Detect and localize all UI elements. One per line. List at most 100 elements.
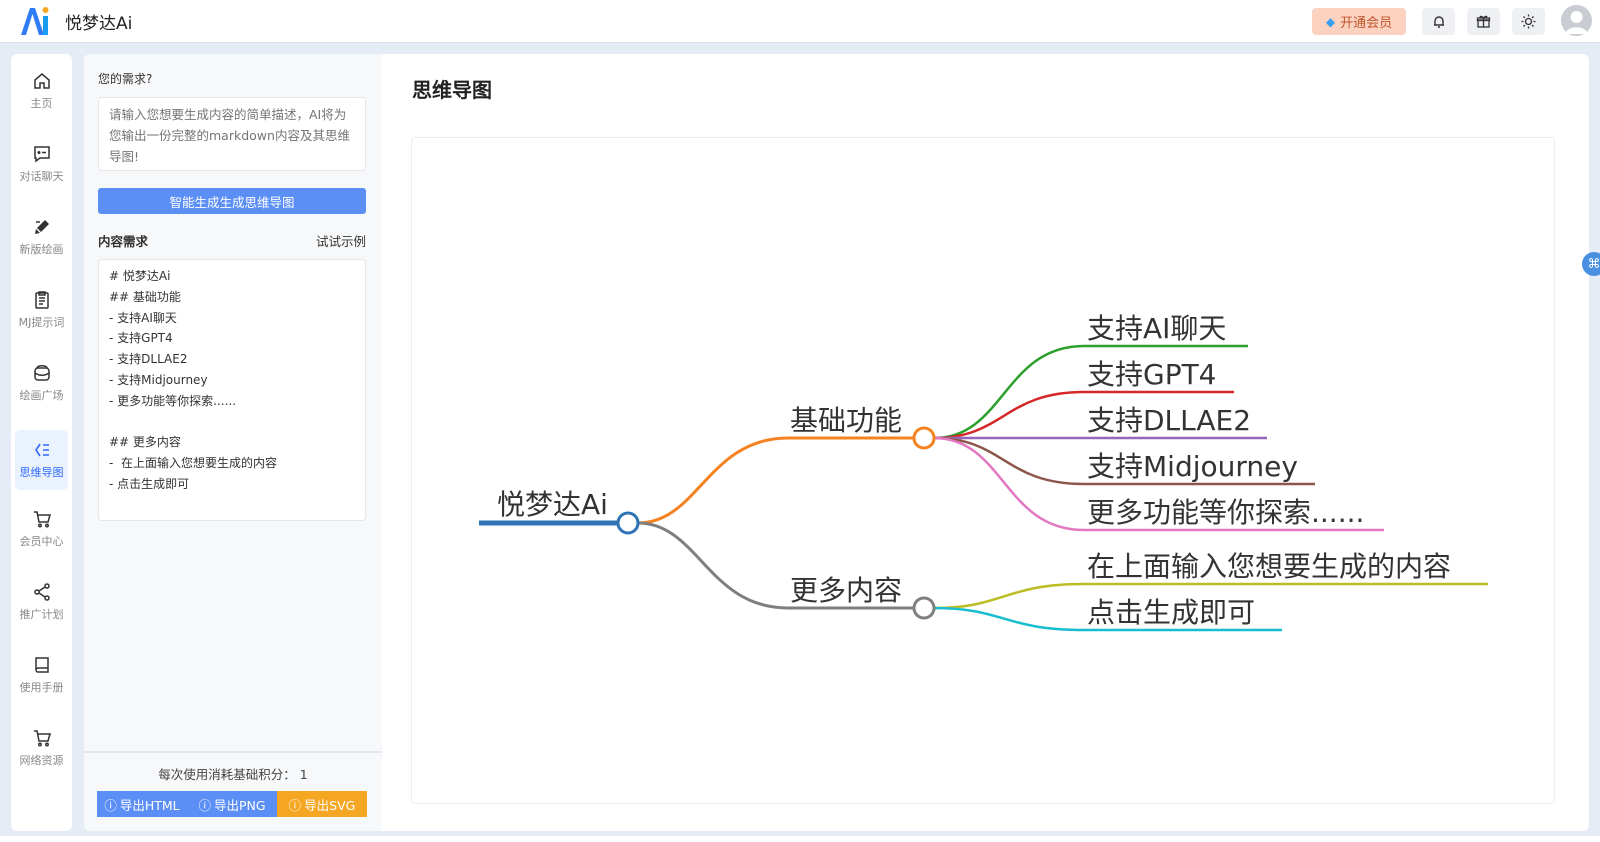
- leaf-node-text[interactable]: 支持Midjourney: [1087, 450, 1298, 483]
- theme-toggle-button[interactable]: [1512, 8, 1545, 35]
- sidebar-item-label: 使用手册: [19, 681, 64, 694]
- sidebar-item-label: 新版绘画: [19, 243, 64, 256]
- leaf-connector: [933, 436, 1085, 532]
- export-button-group: ⓘ 导出HTML ⓘ 导出PNG ⓘ 导出SVG: [97, 791, 367, 817]
- markdown-line: ## 基础功能: [109, 289, 181, 304]
- sidebar-item-label: 思维导图: [19, 466, 64, 479]
- export-png-button[interactable]: ⓘ 导出PNG: [187, 791, 277, 817]
- markdown-line: - 支持GPT4: [109, 331, 173, 346]
- home-icon: [33, 73, 50, 89]
- branch-connector: [637, 521, 789, 610]
- leaf-node-text[interactable]: 在上面输入您想要生成的内容: [1087, 550, 1451, 583]
- sidebar-item-label: 网络资源: [19, 754, 64, 767]
- leaf-node-text[interactable]: 支持GPT4: [1087, 358, 1217, 391]
- markdown-editor[interactable]: # 悦梦达Ai ## 基础功能 - 支持AI聊天 - 支持GPT4 - 支持DL…: [98, 259, 366, 521]
- vip-button-label: 开通会员: [1340, 16, 1393, 31]
- clipboard-icon: [34, 291, 49, 309]
- book-icon: [34, 657, 49, 673]
- generate-mindmap-button[interactable]: 智能生成生成思维导图: [98, 188, 366, 214]
- sidebar-nav: 主页 对话聊天 新版绘画 MJ提示词 绘画广场 思维导图 会员中心 推广计划 使…: [11, 54, 72, 831]
- prompt-input[interactable]: [98, 97, 366, 171]
- leaf-node-text[interactable]: 点击生成即可: [1087, 596, 1255, 629]
- sidebar-item-label: 会员中心: [19, 535, 64, 548]
- markdown-line: - 支持DLLAE2: [109, 352, 188, 367]
- sidebar-item-promote[interactable]: 推广计划: [15, 572, 68, 632]
- export-svg-button[interactable]: ⓘ 导出SVG: [277, 791, 367, 817]
- sidebar-item-label: 推广计划: [19, 608, 64, 621]
- export-png-label: 导出PNG: [213, 797, 266, 813]
- share-icon: [33, 583, 50, 601]
- sidebar-item-resources[interactable]: 网络资源: [15, 718, 68, 778]
- sidebar-item-gallery[interactable]: 绘画广场: [15, 353, 68, 413]
- sidebar-item-mindmap[interactable]: 思维导图: [15, 430, 68, 490]
- leaf-connector: [933, 606, 1085, 632]
- branch-connector: [637, 436, 789, 525]
- chat-icon: [33, 146, 50, 163]
- export-html-button[interactable]: ⓘ 导出HTML: [97, 791, 187, 817]
- theme-sun-icon: [1521, 14, 1536, 29]
- branch-node-text[interactable]: 更多内容: [790, 574, 902, 607]
- leaf-node-text[interactable]: 更多功能等你探索......: [1087, 496, 1364, 529]
- markdown-line: - 支持AI聊天: [109, 310, 177, 325]
- floating-menu-icon[interactable]: ⌘: [1582, 252, 1600, 276]
- cart-icon: [33, 511, 51, 528]
- sidebar-item-manual[interactable]: 使用手册: [15, 645, 68, 705]
- cart-icon: [33, 730, 51, 747]
- info-icon: ⓘ: [198, 797, 211, 813]
- page-title: 思维导图: [412, 78, 492, 102]
- gallery-icon: [33, 365, 50, 381]
- branch-collapse-toggle[interactable]: [912, 596, 936, 620]
- markdown-line: [109, 412, 355, 433]
- info-icon: ⓘ: [288, 797, 302, 813]
- top-bar: 悦梦达Ai ◆ 开通会员: [0, 0, 1600, 43]
- branch-collapse-toggle[interactable]: [912, 426, 936, 450]
- leaf-connector: [933, 390, 1085, 440]
- export-svg-label: 导出SVG: [304, 797, 356, 813]
- paint-brush-icon: [34, 220, 49, 234]
- bottom-strip: [0, 836, 1600, 842]
- gift-icon: [1476, 15, 1491, 28]
- app-logo-icon[interactable]: [18, 4, 52, 38]
- diamond-icon: ◆: [1325, 14, 1336, 29]
- user-avatar[interactable]: [1561, 5, 1592, 36]
- sidebar-item-member[interactable]: 会员中心: [15, 499, 68, 559]
- user-icon: [1565, 11, 1588, 34]
- content-label: 内容需求: [98, 234, 149, 249]
- leaf-connector: [933, 436, 1085, 486]
- leaf-node-text[interactable]: 支持DLLAE2: [1087, 404, 1251, 437]
- sidebar-item-home[interactable]: 主页: [15, 61, 68, 121]
- leaf-connector: [933, 582, 1085, 610]
- mindmap-canvas[interactable]: 悦梦达Ai 基础功能 更多内容 支持AI聊天 支持GPT4 支持DLLAE2 支…: [411, 137, 1555, 804]
- sidebar-item-chat[interactable]: 对话聊天: [15, 134, 68, 194]
- root-collapse-toggle[interactable]: [616, 511, 640, 535]
- markdown-line: # 悦梦达Ai: [109, 269, 171, 283]
- sidebar-item-label: 主页: [30, 97, 53, 110]
- markdown-line: - 更多功能等你探索......: [109, 393, 237, 408]
- main-content: 思维导图 悦梦达Ai 基础功能 更多内容 支持AI聊天 支持GPT4 支持DLL…: [382, 54, 1589, 831]
- sidebar-item-mj-prompt[interactable]: MJ提示词: [15, 280, 68, 340]
- vip-button[interactable]: ◆ 开通会员: [1312, 8, 1406, 35]
- leaf-node-text[interactable]: 支持AI聊天: [1087, 312, 1226, 345]
- sidebar-item-draw[interactable]: 新版绘画: [15, 207, 68, 267]
- need-label: 您的需求?: [98, 72, 153, 86]
- markdown-line: ## 更多内容: [109, 435, 181, 450]
- leaf-connector: [933, 344, 1085, 440]
- gift-button[interactable]: [1467, 8, 1500, 35]
- notification-icon: [1433, 15, 1444, 28]
- app-name: 悦梦达Ai: [65, 14, 133, 34]
- sidebar-item-label: MJ提示词: [18, 316, 65, 329]
- markdown-line: - 支持Midjourney: [109, 372, 208, 387]
- mindmap-svg: 悦梦达Ai 基础功能 更多内容 支持AI聊天 支持GPT4 支持DLLAE2 支…: [479, 312, 1488, 632]
- sidebar-item-label: 绘画广场: [19, 389, 64, 402]
- markdown-line: - 点击生成即可: [109, 476, 190, 491]
- mindmap-input-panel: 您的需求? 智能生成生成思维导图 内容需求 试试示例 # 悦梦达Ai ## 基础…: [84, 54, 382, 831]
- notification-button[interactable]: [1422, 8, 1455, 35]
- mindmap-icon: [34, 443, 49, 457]
- branch-node-text[interactable]: 基础功能: [790, 404, 902, 437]
- try-example-link[interactable]: 试试示例: [315, 234, 366, 249]
- info-icon: ⓘ: [104, 797, 117, 813]
- sidebar-item-label: 对话聊天: [19, 170, 64, 183]
- root-node-text[interactable]: 悦梦达Ai: [497, 488, 608, 521]
- points-cost-text: 每次使用消耗基础积分： 1: [158, 767, 308, 782]
- export-html-label: 导出HTML: [119, 797, 180, 813]
